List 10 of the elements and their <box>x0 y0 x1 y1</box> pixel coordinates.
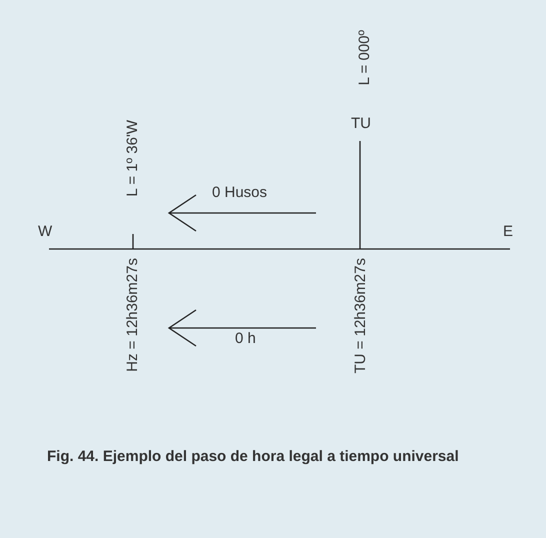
time-label: TU = 12h36m27s <box>353 258 368 374</box>
meridian-label: TU <box>351 116 371 131</box>
direction-label: E <box>503 224 514 239</box>
figure-caption: Fig. 44. Ejemplo del paso de hora legal a tiempo universal <box>47 447 460 467</box>
time-label: Hz = 12h36m27s <box>125 258 140 372</box>
arrow-label: 0 h <box>235 331 256 346</box>
longitude-label: L = 1º 36'W <box>125 120 140 197</box>
arrow-label: 0 Husos <box>212 185 268 200</box>
longitude-label: L = 000º <box>357 30 372 86</box>
direction-label: W <box>38 224 52 239</box>
